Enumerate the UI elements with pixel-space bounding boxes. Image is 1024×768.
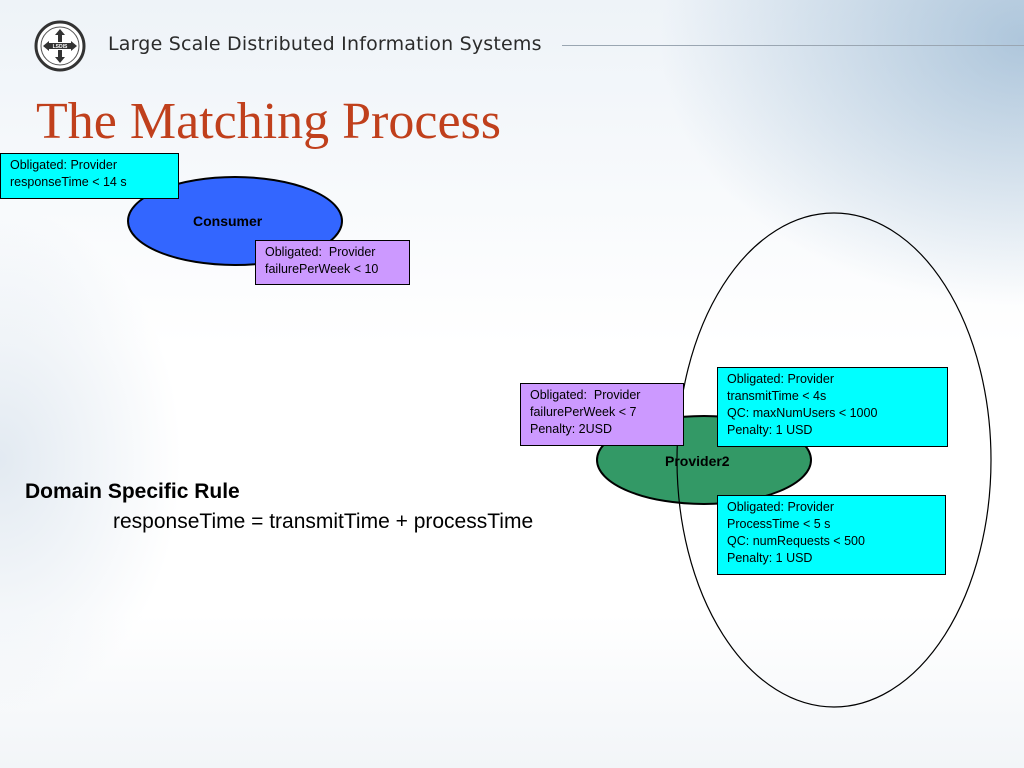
box-line: Obligated: Provider xyxy=(10,158,118,172)
consumer-obligation-failure: Obligated: Provider failurePerWeek < 10 xyxy=(255,240,410,285)
box-line: responseTime < 14 s xyxy=(10,175,127,189)
logo-text: LSDIS xyxy=(53,44,68,50)
header-divider xyxy=(562,45,1024,46)
box-line: Penalty: 2USD xyxy=(530,422,612,436)
header-title: Large Scale Distributed Information Syst… xyxy=(108,33,542,55)
box-line: QC: numRequests < 500 xyxy=(727,534,865,548)
box-line: Penalty: 1 USD xyxy=(727,551,813,565)
slide-title: The Matching Process xyxy=(36,93,502,150)
provider2-label: Provider2 xyxy=(665,453,730,469)
box-line: Obligated: Provider xyxy=(530,388,641,402)
box-line: Obligated: Provider xyxy=(265,245,376,259)
matching-boundary xyxy=(676,212,992,708)
box-line: Obligated: Provider xyxy=(727,500,835,514)
provider-obligation-process: Obligated: Provider ProcessTime < 5 s QC… xyxy=(717,495,946,575)
rule-formula: responseTime = transmitTime + processTim… xyxy=(113,510,534,533)
provider-obligation-transmit: Obligated: Provider transmitTime < 4s QC… xyxy=(717,367,948,447)
box-line: Obligated: Provider xyxy=(727,372,835,386)
box-line: ProcessTime < 5 s xyxy=(727,517,831,531)
rule-title: Domain Specific Rule xyxy=(25,480,240,503)
box-line: QC: maxNumUsers < 1000 xyxy=(727,406,878,420)
lsdis-logo: LSDIS xyxy=(34,20,86,72)
box-line: failurePerWeek < 10 xyxy=(265,262,379,276)
consumer-label: Consumer xyxy=(193,213,263,229)
box-line: transmitTime < 4s xyxy=(727,389,827,403)
box-line: Penalty: 1 USD xyxy=(727,423,813,437)
provider-obligation-failure: Obligated: Provider failurePerWeek < 7 P… xyxy=(520,383,684,446)
box-line: failurePerWeek < 7 xyxy=(530,405,637,419)
consumer-obligation-response-time: Obligated: Provider responseTime < 14 s xyxy=(0,153,179,199)
